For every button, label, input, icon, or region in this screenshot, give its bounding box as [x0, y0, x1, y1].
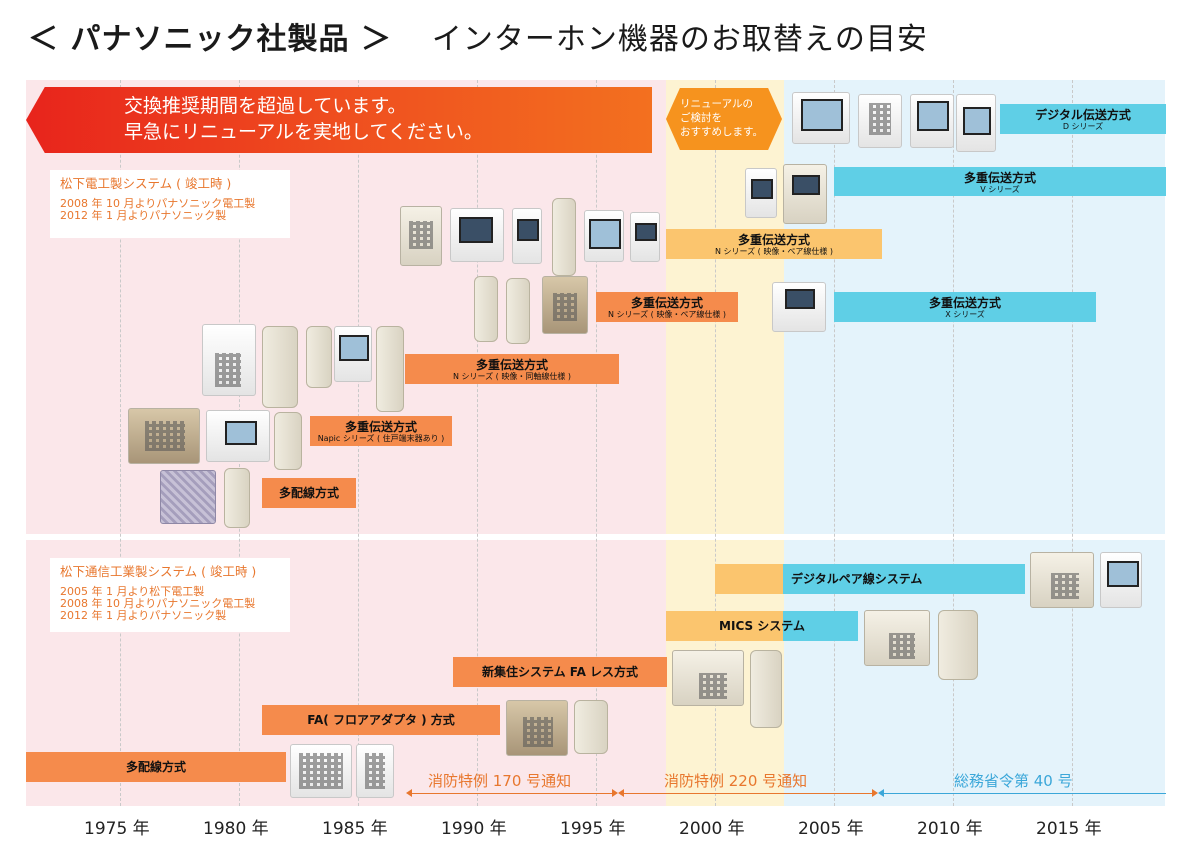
arrow-170-right-tip [612, 789, 618, 797]
year-label-1995: 1995 年 [560, 819, 626, 839]
gridline-1975 [120, 80, 121, 806]
device-image [672, 650, 744, 706]
bottom-info-line: 2012 年 1 月よりパナソニック製 [60, 609, 227, 622]
banner-text: 交換推奨期間を超過しています。 早急にリニューアルを実地してください。 [124, 93, 483, 145]
device-image [334, 326, 372, 382]
device-image [630, 212, 660, 262]
arrow-40 [884, 793, 1166, 794]
device-image [864, 610, 930, 666]
hex-line-1: リニューアルの [680, 98, 753, 110]
device-image [400, 206, 442, 266]
arrow-220-left-tip [618, 789, 624, 797]
page-title: ＜ パナソニック社製品 ＞ インターホン機器のお取替えの目安 [28, 14, 928, 58]
bar-fa-floor-adapter: FA( フロアアダプタ ) 方式 [262, 705, 500, 735]
bar-multiwire-bottom: 多配線方式 [26, 752, 286, 782]
device-image [783, 164, 827, 224]
year-label-2015: 2015 年 [1036, 819, 1102, 839]
device-image [745, 168, 777, 218]
top-info-line: 2012 年 1 月よりパナソニック製 [60, 209, 227, 222]
device-image [542, 276, 588, 334]
device-image [792, 92, 850, 144]
title-sub: インターホン機器のお取替えの目安 [431, 22, 928, 57]
arrow-170 [412, 793, 612, 794]
banner-line-1: 交換推奨期間を超過しています。 [124, 95, 407, 117]
banner-line-2: 早急にリニューアルを実地してください。 [124, 121, 483, 143]
handset-image [552, 198, 576, 276]
top-system-info-box: 松下電工製システム ( 竣工時 ) 2008 年 10 月よりパナソニック電工製… [50, 170, 290, 238]
year-label-1975: 1975 年 [84, 819, 150, 839]
handset-image [306, 326, 332, 388]
title-main: ＜ パナソニック社製品 ＞ [28, 22, 392, 57]
bar-multiwire-top: 多配線方式 [262, 478, 356, 508]
device-image [772, 282, 826, 332]
handset-image [574, 700, 608, 754]
renewal-recommend-badge: リニューアルの ご検討を おすすめします。 [666, 88, 782, 150]
device-image [206, 410, 270, 462]
year-label-2005: 2005 年 [798, 819, 864, 839]
arrow-220-right-tip [872, 789, 878, 797]
hex-line-2: ご検討を [680, 112, 722, 124]
bottom-info-line: 2005 年 1 月より松下電工製 [60, 585, 205, 598]
device-image [1030, 552, 1094, 608]
gridline-2010 [953, 80, 954, 806]
bottom-info-heading: 松下通信工業製システム ( 竣工時 ) [60, 564, 257, 579]
bottom-system-info-box: 松下通信工業製システム ( 竣工時 ) 2005 年 1 月より松下電工製 20… [50, 558, 290, 632]
year-label-1985: 1985 年 [322, 819, 388, 839]
arrow-40-left-tip [878, 789, 884, 797]
year-label-2000: 2000 年 [679, 819, 745, 839]
arrow-170-left-tip [406, 789, 412, 797]
device-image [202, 324, 256, 396]
device-image [450, 208, 504, 262]
arrow-220 [624, 793, 872, 794]
handset-image [274, 412, 302, 470]
device-image [160, 470, 216, 524]
handset-image [750, 650, 782, 728]
device-image [128, 408, 200, 464]
bar-mics-system: MICS システム [666, 611, 858, 641]
top-info-heading: 松下電工製システム ( 竣工時 ) [60, 176, 232, 191]
device-image [290, 744, 352, 798]
handset-image [262, 326, 298, 408]
replacement-overdue-banner: 交換推奨期間を超過しています。 早急にリニューアルを実地してください。 [26, 87, 652, 153]
bar-digital-pair-system: デジタルペア線システム [715, 564, 1025, 594]
handset-image [938, 610, 978, 680]
gridline-1995 [596, 80, 597, 806]
device-image [858, 94, 902, 148]
notice-170: 消防特例 170 号通知 [428, 772, 572, 790]
handset-image [474, 276, 498, 342]
bottom-info-line: 2008 年 10 月よりパナソニック電工製 [60, 597, 256, 610]
device-image [910, 94, 954, 148]
gridline-2015 [1072, 80, 1073, 806]
handset-image [376, 326, 404, 412]
device-image [1100, 552, 1142, 608]
year-label-1990: 1990 年 [441, 819, 507, 839]
device-image [356, 744, 394, 798]
handset-image [224, 468, 250, 528]
top-info-line: 2008 年 10 月よりパナソニック電工製 [60, 197, 256, 210]
device-image [584, 210, 624, 262]
year-label-1980: 1980 年 [203, 819, 269, 839]
notice-220: 消防特例 220 号通知 [664, 772, 808, 790]
hex-line-3: おすすめします。 [680, 126, 763, 138]
notice-40: 総務省令第 40 号 [954, 772, 1073, 790]
device-image [956, 94, 996, 152]
year-label-2010: 2010 年 [917, 819, 983, 839]
device-image [512, 208, 542, 264]
device-image [506, 700, 568, 756]
gridline-2005 [834, 80, 835, 806]
bar-new-shujyu-fa-less: 新集住システム FA レス方式 [453, 657, 667, 687]
gridline-1990 [477, 80, 478, 806]
gridline-2000 [715, 80, 716, 806]
handset-image [506, 278, 530, 344]
